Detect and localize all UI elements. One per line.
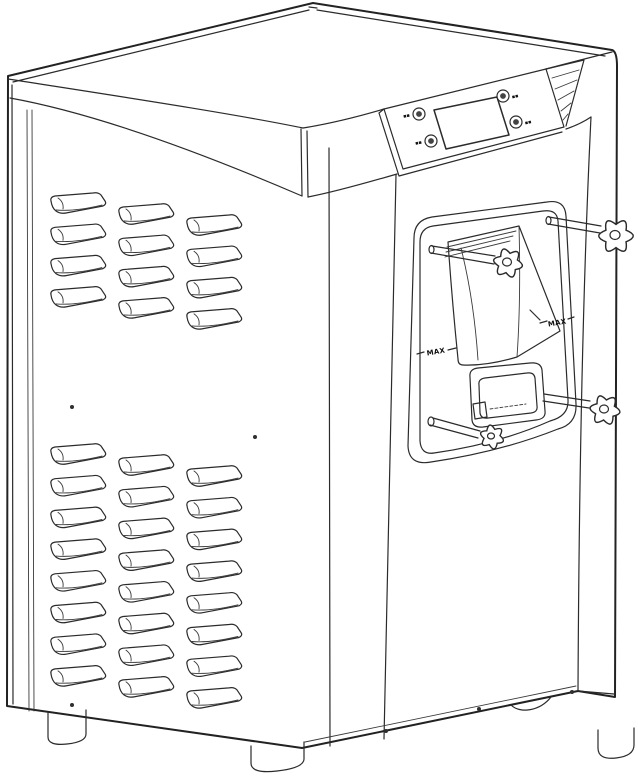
button-right-top[interactable]: ▪▪ bbox=[496, 89, 519, 103]
svg-text:MAX: MAX bbox=[426, 346, 446, 357]
rod-upper-left bbox=[430, 245, 496, 265]
button-left-top[interactable]: ▪▪ bbox=[403, 107, 426, 121]
panel-corner-hatch bbox=[545, 59, 585, 127]
rod-upper-left-cap bbox=[428, 244, 435, 255]
band-bottom-front-right bbox=[565, 116, 592, 130]
max-labels: MAX MAX bbox=[416, 309, 575, 358]
rod-lower bbox=[542, 393, 591, 409]
right-band-bottom bbox=[577, 690, 615, 695]
funnel-crease-right bbox=[516, 225, 521, 358]
knob-hole-lower-left bbox=[486, 432, 496, 440]
corner-edge-1 bbox=[300, 128, 303, 197]
base-notch bbox=[510, 696, 552, 711]
funnel-fin-3 bbox=[444, 240, 511, 258]
upper-fasteners bbox=[428, 215, 633, 279]
foot-right bbox=[597, 727, 635, 759]
screw bbox=[253, 435, 257, 439]
screw bbox=[70, 405, 74, 409]
handle-assembly bbox=[427, 362, 622, 451]
corner-edge-3 bbox=[328, 147, 331, 747]
svg-text:MAX: MAX bbox=[547, 317, 567, 328]
funnel-fin-1 bbox=[446, 230, 517, 248]
handle-hinge-teeth bbox=[489, 403, 527, 410]
foot-left bbox=[47, 709, 87, 745]
button-right-bottom[interactable]: ▪▪ bbox=[509, 115, 532, 129]
knob-hole-upper-left bbox=[501, 257, 513, 267]
feet bbox=[47, 709, 635, 773]
top-apex-chamfer bbox=[308, 6, 318, 9]
button-right-top-label: ▪▪ bbox=[511, 93, 519, 100]
left-edge-inner bbox=[11, 84, 14, 705]
knob-hole-upper-right bbox=[609, 229, 621, 241]
rod-upper-right-cap bbox=[545, 215, 552, 226]
recess-inner bbox=[419, 210, 569, 454]
body-outline bbox=[6, 2, 618, 749]
funnel-fin-2 bbox=[445, 235, 514, 253]
screws bbox=[70, 405, 574, 733]
handle-lever[interactable] bbox=[429, 417, 481, 439]
top-rim-inner-right bbox=[316, 9, 606, 57]
button-right-bottom-label: ▪▪ bbox=[524, 119, 532, 126]
display-screen bbox=[433, 96, 510, 150]
corner-edge-2 bbox=[306, 130, 309, 198]
handle-frame-outer bbox=[469, 362, 546, 428]
max-label-right: MAX bbox=[529, 309, 575, 329]
foot-front-left bbox=[250, 741, 305, 773]
control-panel: ▪▪ ▪▪ ▪▪ ▪▪ bbox=[378, 59, 585, 177]
button-left-top-label: ▪▪ bbox=[403, 113, 411, 120]
front-right-corner-edge bbox=[577, 116, 592, 692]
button-left-bottom[interactable]: ▪▪ bbox=[415, 134, 438, 148]
screw bbox=[70, 703, 74, 707]
handle-pivot-bracket bbox=[472, 401, 488, 420]
screw bbox=[570, 690, 574, 694]
front-seam bbox=[383, 174, 397, 740]
handle-lever-cap bbox=[427, 416, 435, 427]
top-rim-inner bbox=[12, 9, 310, 83]
screw bbox=[477, 707, 481, 711]
vent-panel-inset-1 bbox=[26, 109, 30, 712]
screw bbox=[384, 729, 388, 733]
button-left-bottom-label: ▪▪ bbox=[415, 140, 423, 147]
max-label-left: MAX bbox=[416, 346, 457, 358]
rod-upper-right bbox=[547, 216, 602, 234]
band-bottom-left bbox=[9, 97, 303, 197]
top-near-edge-left bbox=[7, 78, 304, 129]
panel-recess-depth bbox=[378, 108, 563, 177]
knob-hole-lower-right bbox=[598, 404, 610, 414]
band-bottom-front-left bbox=[307, 173, 398, 198]
front-base-inner bbox=[304, 685, 577, 743]
band-top-front-left bbox=[302, 108, 385, 129]
machine-body bbox=[6, 2, 618, 749]
vent-panel-inset-2 bbox=[31, 109, 35, 712]
